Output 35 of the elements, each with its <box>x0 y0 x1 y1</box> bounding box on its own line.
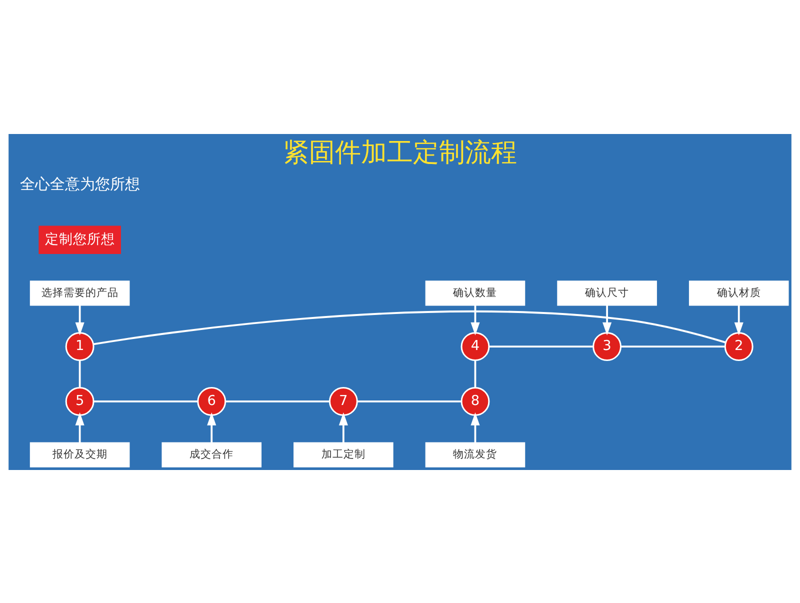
node-circle: 7 <box>328 386 358 416</box>
arrow <box>470 412 480 442</box>
node-box: 确认尺寸 <box>557 280 657 306</box>
node-box: 物流发货 <box>425 442 526 467</box>
node-circle: 8 <box>460 386 490 416</box>
node-circle: 6 <box>197 386 226 416</box>
node-circle: 5 <box>65 386 94 416</box>
connector <box>489 345 594 348</box>
arrow <box>207 412 216 442</box>
connector <box>620 345 726 348</box>
node-circle: 2 <box>724 332 754 361</box>
arrow <box>75 305 84 335</box>
node-box: 加工定制 <box>294 442 394 467</box>
node-box: 确认数量 <box>425 280 526 306</box>
node-box: 选择需要的产品 <box>30 280 130 306</box>
arrow <box>734 305 744 335</box>
connector <box>94 400 198 402</box>
connector <box>357 400 462 402</box>
node-box: 确认材质 <box>688 280 789 306</box>
arrow <box>338 412 348 442</box>
node-box: 成交合作 <box>162 442 262 467</box>
arrow <box>75 412 84 442</box>
arrow <box>470 305 480 335</box>
node-circle: 4 <box>460 332 490 361</box>
connector <box>474 360 476 388</box>
connector <box>93 310 726 345</box>
node-circle: 3 <box>592 332 622 361</box>
node-circle: 1 <box>65 332 94 361</box>
diagram-title: 紧固件加工定制流程 <box>283 137 517 168</box>
arrow <box>602 305 612 335</box>
connector <box>78 360 81 388</box>
node-box: 定制您所想 <box>38 225 121 254</box>
label: 全心全意为您所想 <box>20 174 140 192</box>
node-box: 报价及交期 <box>30 442 130 467</box>
connector <box>226 400 330 402</box>
